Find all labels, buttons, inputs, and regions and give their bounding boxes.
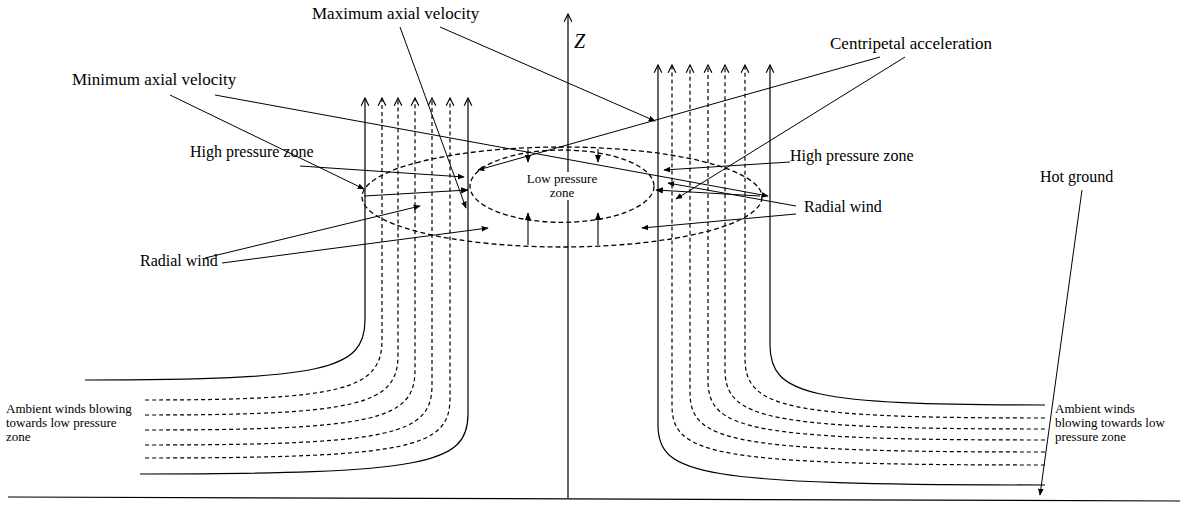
zone-label: High pressure zone <box>190 143 314 161</box>
ground-line <box>8 497 1180 501</box>
z-axis <box>567 14 568 498</box>
wind-label: Radial wind <box>804 198 882 216</box>
right-streamlines <box>658 65 1045 485</box>
high-pressure-ring <box>362 147 762 247</box>
zone-label: High pressure zone <box>790 147 914 165</box>
radial-arrows <box>364 149 760 245</box>
callout-label: Centripetal acceleration <box>830 34 992 54</box>
ambient-wind-note: Ambient winds blowing towards low pressu… <box>6 402 134 444</box>
leader-lines <box>170 27 1082 495</box>
callout-label: Minimum axial velocity <box>72 70 236 90</box>
callout-label: Maximum axial velocity <box>312 4 479 24</box>
wind-label: Radial wind <box>140 252 218 270</box>
left-streamlines <box>85 98 468 474</box>
zone-name: Low pressure zone <box>517 172 607 201</box>
ambient-wind-note: Ambient winds blowing towards low pressu… <box>1055 402 1179 444</box>
axis-label: Z <box>574 30 585 53</box>
low-pressure-zone: Low pressure zone <box>470 150 654 222</box>
ground-label: Hot ground <box>1040 168 1113 186</box>
